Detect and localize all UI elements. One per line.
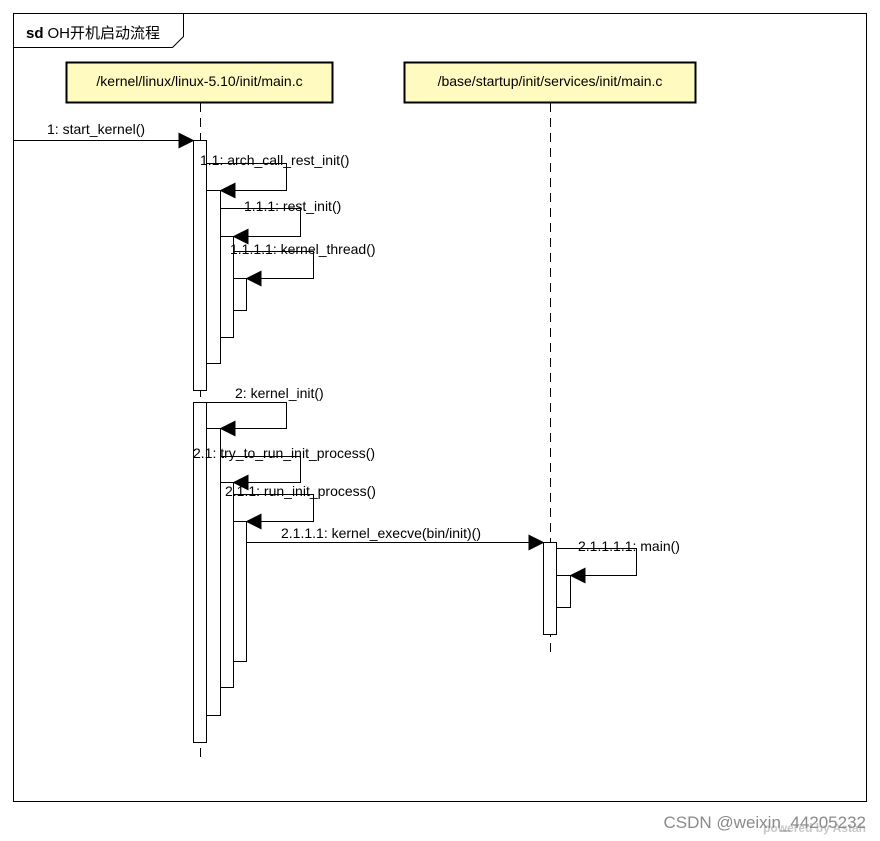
activation-kernel-init — [206, 428, 221, 716]
activation-main — [556, 575, 571, 608]
watermark-astah: powered by Astah — [763, 821, 866, 835]
frame-keyword: sd — [26, 25, 44, 42]
message-label-run-init-process: 2.1.1: run_init_process() — [225, 483, 376, 499]
activation-try-to-run-init-process — [220, 482, 234, 688]
message-arrow-rest-init — [220, 208, 301, 245]
message-label-main: 2.1.1.1.1: main() — [578, 538, 680, 554]
message-label-rest-init: 1.1.1: rest_init() — [244, 198, 341, 214]
watermark-csdn: CSDN @weixin_44205232 — [664, 813, 866, 832]
message-label-arch-call-rest-init: 1.1: arch_call_rest_init() — [200, 152, 349, 168]
frame-title-tab — [13, 13, 184, 48]
activation-start-kernel — [193, 140, 207, 391]
lifeline-title-init-main: /base/startup/init/services/init/main.c — [438, 73, 663, 89]
activation-init-entry — [543, 542, 557, 635]
message-arrow-try-to-run-init-process — [220, 456, 301, 491]
message-arrow-kernel-init — [206, 402, 287, 437]
activation-arch-call-rest-init — [206, 190, 221, 364]
message-label-start-kernel: 1: start_kernel() — [47, 121, 145, 137]
lifeline-head-init-main — [403, 61, 697, 104]
frame-title-text: OH开机启动流程 — [48, 25, 161, 42]
message-arrow-main — [556, 548, 637, 584]
message-arrow-run-init-process — [233, 494, 314, 530]
message-label-kernel-execve: 2.1.1.1: kernel_execve(bin/init)() — [281, 525, 481, 541]
message-label-kernel-init: 2: kernel_init() — [235, 385, 324, 401]
message-label-try-to-run-init-process: 2.1: try_to_run_init_process() — [193, 445, 375, 461]
message-label-kernel-thread: 1.1.1.1: kernel_thread() — [230, 241, 376, 257]
message-arrow-kernel-thread — [233, 251, 314, 287]
lifeline-head-kernel-main — [65, 61, 334, 104]
lifeline-title-kernel-main: /kernel/linux/linux-5.10/init/main.c — [96, 73, 302, 89]
activation-run-init-process — [233, 521, 247, 662]
diagram-frame — [13, 13, 867, 802]
activation-kernel-thread — [233, 278, 247, 311]
message-arrow-arch-call-rest-init — [206, 163, 287, 199]
